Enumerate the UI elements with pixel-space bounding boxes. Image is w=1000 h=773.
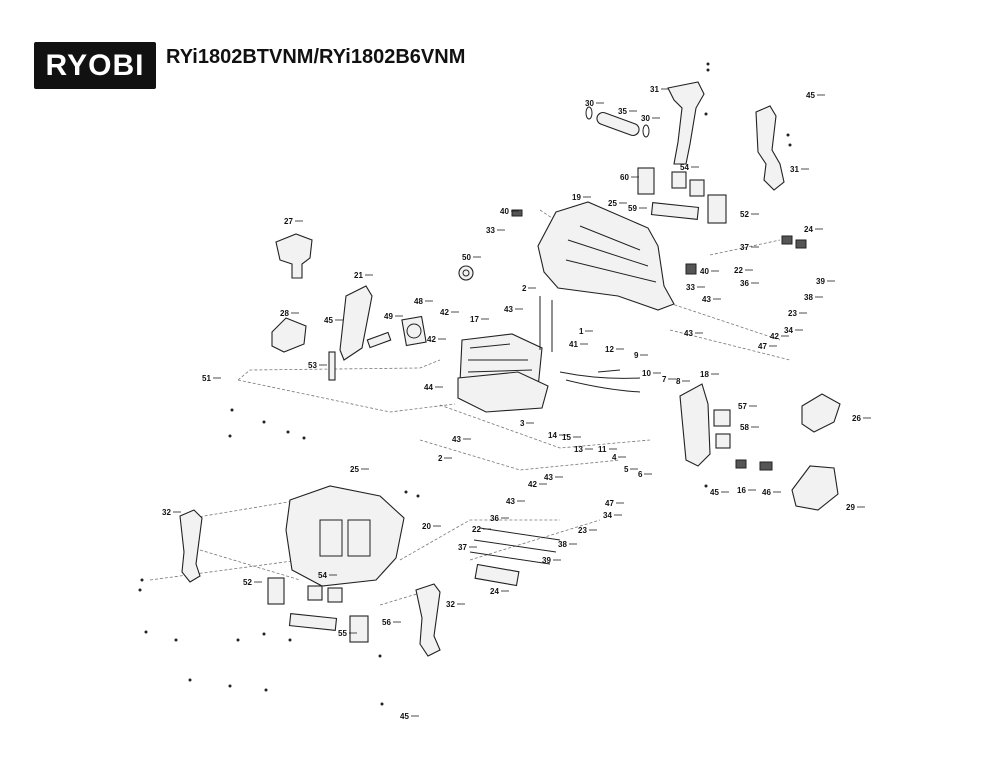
callout-2b: 2 — [438, 454, 443, 463]
callout-60: 60 — [620, 173, 629, 182]
callout-4: 4 — [612, 453, 617, 462]
callout-53: 53 — [308, 361, 317, 370]
callout-41: 41 — [569, 340, 578, 349]
callout-45c: 45 — [710, 488, 719, 497]
callout-3: 3 — [520, 419, 525, 428]
callout-57: 57 — [738, 402, 747, 411]
callout-42d: 42 — [528, 480, 537, 489]
callout-54a: 54 — [680, 163, 689, 172]
callout-22a: 22 — [734, 266, 743, 275]
callout-43e: 43 — [544, 473, 553, 482]
callout-26: 26 — [852, 414, 861, 423]
callout-32a: 32 — [162, 508, 171, 517]
ryobi-logo: RYOBI — [34, 42, 156, 89]
callout-15: 15 — [562, 433, 571, 442]
callout-40b: 40 — [700, 267, 709, 276]
callout-45b: 45 — [324, 316, 333, 325]
callout-24b: 24 — [490, 587, 499, 596]
callout-10: 10 — [642, 369, 651, 378]
callout-45a: 45 — [806, 91, 815, 100]
callout-11: 11 — [598, 445, 607, 454]
logo-text: RYOBI — [45, 48, 145, 82]
callout-43f: 43 — [506, 497, 515, 506]
callout-23a: 23 — [788, 309, 797, 318]
callout-47a: 47 — [758, 342, 767, 351]
callout-45d: 45 — [400, 712, 409, 721]
callout-47b: 47 — [605, 499, 614, 508]
callout-20: 20 — [422, 522, 431, 531]
callout-19: 19 — [572, 193, 581, 202]
callout-44: 44 — [424, 383, 433, 392]
callout-23b: 23 — [578, 526, 587, 535]
callout-35: 35 — [618, 107, 627, 116]
callout-40a: 40 — [500, 207, 509, 216]
callout-37a: 37 — [740, 243, 749, 252]
part-shapes — [179, 81, 841, 657]
callout-39b: 39 — [542, 556, 551, 565]
callout-59: 59 — [628, 204, 637, 213]
callout-31a: 31 — [650, 85, 659, 94]
callout-38a: 38 — [804, 293, 813, 302]
callout-43b: 43 — [702, 295, 711, 304]
screw-marks — [138, 62, 792, 706]
callout-36b: 36 — [490, 514, 499, 523]
callout-5: 5 — [624, 465, 629, 474]
callout-34a: 34 — [784, 326, 793, 335]
callout-50: 50 — [462, 253, 471, 262]
callout-30a: 30 — [585, 99, 594, 108]
callout-33a: 33 — [486, 226, 495, 235]
callout-16: 16 — [737, 486, 746, 495]
callout-14: 14 — [548, 431, 557, 440]
callout-49: 49 — [384, 312, 393, 321]
callout-36a: 36 — [740, 279, 749, 288]
callout-43c: 43 — [684, 329, 693, 338]
callout-43a: 43 — [504, 305, 513, 314]
callout-6: 6 — [638, 470, 643, 479]
callout-32b: 32 — [446, 600, 455, 609]
callout-54b: 54 — [318, 571, 327, 580]
callout-25a: 25 — [608, 199, 617, 208]
callout-30b: 30 — [641, 114, 650, 123]
callout-58: 58 — [740, 423, 749, 432]
callout-31b: 31 — [790, 165, 799, 174]
callout-38b: 38 — [558, 540, 567, 549]
callout-52a: 52 — [740, 210, 749, 219]
callout-39a: 39 — [816, 277, 825, 286]
callout-37b: 37 — [458, 543, 467, 552]
callout-13: 13 — [574, 445, 583, 454]
callout-52b: 52 — [243, 578, 252, 587]
callout-29: 29 — [846, 503, 855, 512]
callout-18: 18 — [700, 370, 709, 379]
callout-42b: 42 — [427, 335, 436, 344]
callout-22b: 22 — [472, 525, 481, 534]
callout-27: 27 — [284, 217, 293, 226]
callout-17: 17 — [470, 315, 479, 324]
callout-21: 21 — [354, 271, 363, 280]
callout-24a: 24 — [804, 225, 813, 234]
callout-46: 46 — [762, 488, 771, 497]
callout-34b: 34 — [603, 511, 612, 520]
callout-8: 8 — [676, 377, 681, 386]
model-title: RYi1802BTVNM/RYi1802B6VNM — [166, 46, 466, 68]
callout-48: 48 — [414, 297, 423, 306]
callout-7: 7 — [662, 375, 667, 384]
callout-28: 28 — [280, 309, 289, 318]
callout-12: 12 — [605, 345, 614, 354]
callout-56: 56 — [382, 618, 391, 627]
callout-42c: 42 — [770, 332, 779, 341]
callout-51: 51 — [202, 374, 211, 383]
callout-42a: 42 — [440, 308, 449, 317]
callout-43d: 43 — [452, 435, 461, 444]
callout-1: 1 — [579, 327, 584, 336]
callout-2a: 2 — [522, 284, 527, 293]
callout-55: 55 — [338, 629, 347, 638]
callout-9: 9 — [634, 351, 639, 360]
callout-25b: 25 — [350, 465, 359, 474]
callout-33b: 33 — [686, 283, 695, 292]
